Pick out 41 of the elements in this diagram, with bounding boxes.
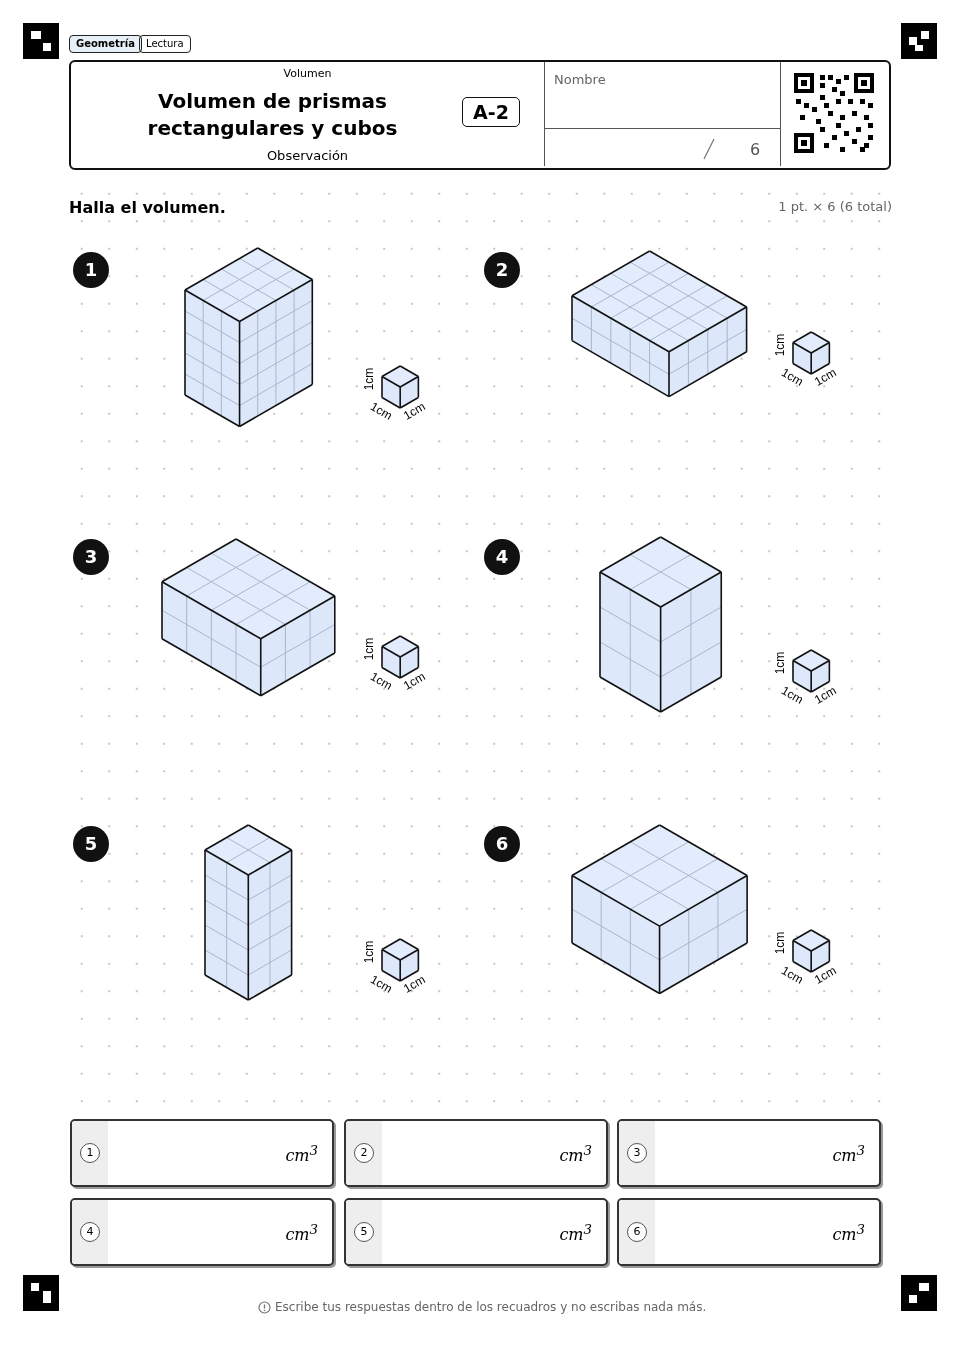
question-number: 5 — [73, 826, 109, 862]
dimension-label: 1cm — [812, 365, 839, 389]
subject-tag: Geometría — [69, 35, 142, 53]
dimension-label: 1cm — [812, 963, 839, 987]
dimension-label: 1cm — [401, 972, 428, 996]
name-field-label: Nombre — [554, 72, 606, 87]
dimension-label: 1cm — [362, 940, 377, 964]
dimension-label: 1cm — [812, 683, 839, 707]
topic-label: Volumen — [282, 67, 333, 80]
worksheet-title: Volumen de prismas rectangulares y cubos — [146, 88, 399, 142]
unit-label: cm$^{3}$ — [285, 1222, 318, 1245]
total-score: 6 — [750, 140, 761, 159]
dimension-label: 1cm — [773, 333, 788, 357]
mode-label: Observación — [265, 148, 350, 163]
dimension-label: 1cm — [368, 399, 395, 423]
dimension-label: 1cm — [773, 651, 788, 675]
instruction-text: Halla el volumen. — [69, 198, 226, 217]
dimension-label: 1cm — [779, 683, 806, 707]
dimension-label: 1cm — [401, 669, 428, 693]
dimension-label: 1cm — [773, 931, 788, 955]
question-number: 4 — [484, 539, 520, 575]
unit-label: cm$^{3}$ — [832, 1143, 865, 1166]
footer-note: Escribe tus respuestas dentro de los recuadros y no escribas nada más. — [275, 1300, 707, 1314]
question-number: 6 — [484, 826, 520, 862]
question-number: 1 — [73, 252, 109, 288]
category-tag: Lectura — [139, 35, 191, 53]
dimension-label: 1cm — [401, 399, 428, 423]
unit-label: cm$^{3}$ — [832, 1222, 865, 1245]
level-badge: A-2 — [462, 97, 520, 127]
dimension-label: 1cm — [362, 637, 377, 661]
dimension-label: 1cm — [368, 972, 395, 996]
unit-label: cm$^{3}$ — [559, 1143, 592, 1166]
dimension-label: 1cm — [368, 669, 395, 693]
points-note: 1 pt. × 6 (6 total) — [778, 199, 892, 214]
dimension-label: 1cm — [779, 963, 806, 987]
unit-label: cm$^{3}$ — [559, 1222, 592, 1245]
question-number: 3 — [73, 539, 109, 575]
dimension-label: 1cm — [779, 365, 806, 389]
unit-label: cm$^{3}$ — [285, 1143, 318, 1166]
dimension-label: 1cm — [362, 367, 377, 391]
question-number: 2 — [484, 252, 520, 288]
